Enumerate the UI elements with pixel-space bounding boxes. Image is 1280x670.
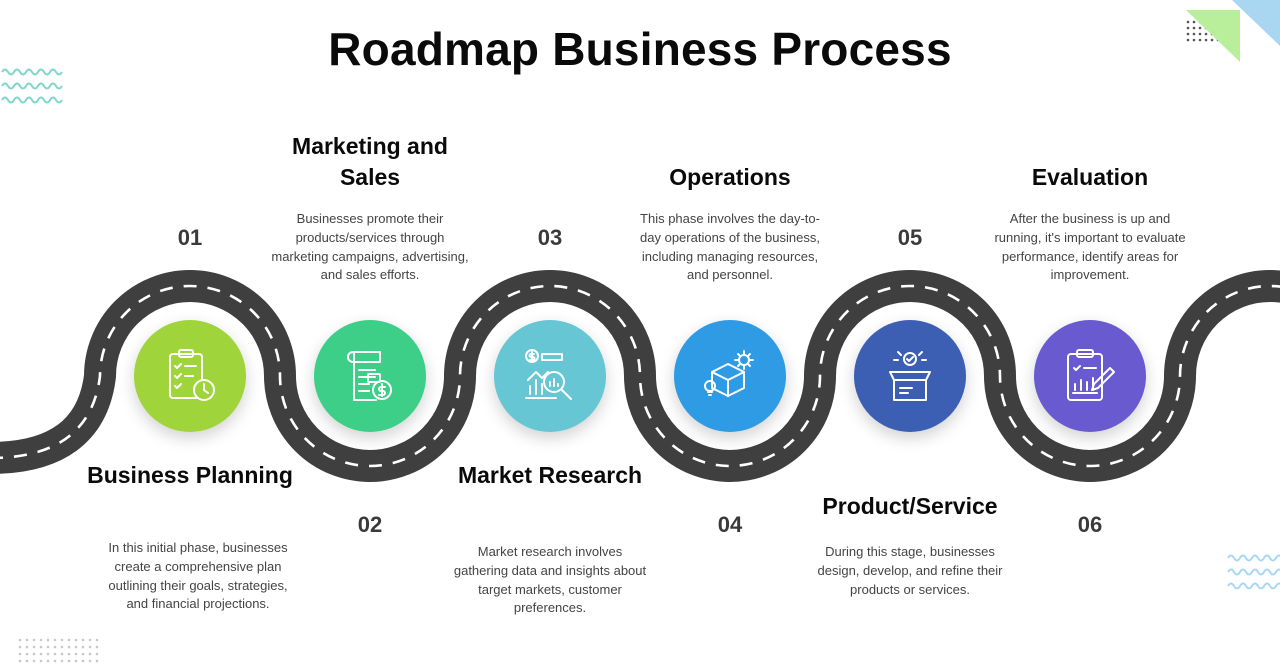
document-dollar-icon [347,351,392,401]
box-gear-icon [704,350,754,397]
road-center-dashes [0,284,1280,468]
step-circle [494,320,606,432]
step-heading: Operations [669,164,791,190]
step-circle [134,320,246,432]
dot-grid-icon [18,638,99,663]
step-heading: Business Planning [87,462,293,488]
step-number: 06 [1077,512,1103,537]
step-description: Market research involves gathering data … [453,544,647,616]
step-circle [854,320,966,432]
step-heading: Product/Service [822,493,998,519]
clipboard-pencil-icon [1067,349,1115,401]
step-number: 05 [897,225,923,250]
step-number: 04 [717,512,743,537]
step-circle [1034,320,1146,432]
step-description: Businesses promote their products/servic… [271,211,469,283]
step-number: 02 [357,512,383,537]
step-heading: Market Research [457,462,643,488]
step-description: This phase involves the day-to-day opera… [640,211,820,283]
clipboard-clock-icon [169,349,215,401]
corner-triangles-icon [1186,0,1280,62]
wave-lines-icon [1,68,63,104]
page-title: Roadmap Business Process [328,23,952,75]
step-description: After the business is up and running, it… [994,211,1186,283]
step-number: 01 [177,225,203,250]
wave-lines-icon [1227,554,1280,590]
step-heading: Evaluation [1031,164,1149,190]
magnifier-chart-icon [525,349,572,400]
step-circle [314,320,426,432]
step-description: In this initial phase, businesses create… [108,540,288,612]
step-number: 03 [537,225,563,250]
step-description: During this stage, businesses design, de… [817,544,1003,597]
step-heading: Marketing and Sales [292,133,448,190]
open-box-icon [889,351,931,401]
step-circle [674,320,786,432]
